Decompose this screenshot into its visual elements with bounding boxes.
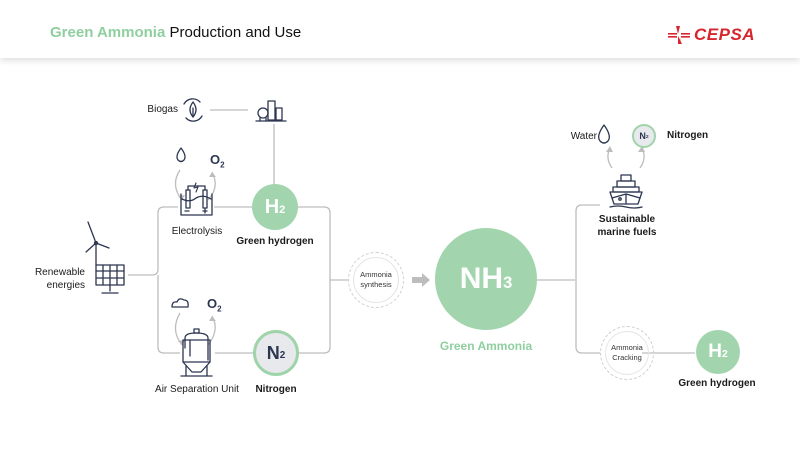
asu-label: Air Separation Unit — [155, 384, 239, 395]
asu-tank-icon — [180, 328, 213, 377]
connector-nh3-uses — [575, 204, 600, 354]
header: Green Ammonia Production and Use CEPSA — [0, 0, 800, 58]
green-hydrogen-label: Green hydrogen — [236, 236, 314, 247]
o2-label-electrolysis: O2 — [210, 152, 225, 170]
ammonia-synthesis-node: Ammonia synthesis — [348, 252, 404, 308]
logo-text: CEPSA — [694, 25, 756, 44]
h2-symbol: H — [264, 195, 280, 218]
marine-fuels-label: Sustainable marine fuels — [598, 214, 657, 239]
arrow-air-in — [174, 312, 183, 346]
cracking-line1: Ammonia — [611, 343, 643, 353]
h2-out-subscript: 2 — [721, 349, 728, 361]
green-ammonia-label: Green Ammonia — [439, 339, 533, 353]
green-hydrogen-out-label: Green hydrogen — [678, 378, 756, 389]
nitrogen-out-label: Nitrogen — [667, 130, 709, 141]
connector-renewable-asu — [157, 275, 180, 354]
marine-line1: Sustainable — [598, 214, 656, 225]
arrow-to-nh3-shaft — [412, 277, 422, 283]
n2-small-symbol: N — [639, 131, 646, 141]
o2-subscript: 2 — [217, 304, 222, 314]
o2-subscript: 2 — [220, 160, 225, 170]
synthesis-line2: synthesis — [360, 280, 392, 289]
renewable-energies-label: Renewable energies — [34, 267, 85, 291]
title-rest: Production and Use — [165, 24, 302, 41]
water-label: Water — [570, 131, 597, 142]
connector-renewable-electrolysis — [128, 206, 178, 276]
h2-out-symbol: H — [708, 341, 722, 362]
ship-icon — [609, 174, 643, 209]
water-drop-icon — [176, 147, 186, 163]
synthesis-line1: Ammonia — [360, 270, 392, 280]
o2-symbol: O — [207, 296, 218, 311]
electrolyzer-icon — [180, 182, 213, 216]
logo-icon — [668, 26, 690, 44]
cloud-icon — [171, 298, 189, 308]
biogas-cycle-icon — [183, 98, 203, 122]
n2-subscript: 2 — [279, 349, 286, 361]
title-highlight: Green Ammonia — [50, 24, 166, 41]
cepsa-logo: CEPSA — [668, 25, 755, 45]
n2-small-subscript: 2 — [645, 134, 649, 140]
ammonia-cracking-node: Ammonia Cracking — [600, 326, 654, 380]
n2-symbol: N — [266, 342, 280, 363]
refinery-icon — [255, 100, 287, 122]
nitrogen-label: Nitrogen — [255, 384, 297, 395]
water-drop-out-icon — [598, 124, 610, 144]
nh3-subscript: 3 — [503, 273, 513, 292]
electrolysis-label: Electrolysis — [171, 226, 223, 237]
h2-subscript: 2 — [279, 203, 286, 216]
biogas-label: Biogas — [147, 104, 178, 115]
connector-to-synthesis — [298, 206, 331, 354]
o2-symbol: O — [210, 152, 221, 167]
arrow-to-nh3-head — [422, 273, 430, 287]
page-title: Green Ammonia Production and Use — [50, 24, 301, 41]
wind-solar-icon — [85, 221, 125, 294]
marine-line2: marine fuels — [597, 226, 657, 238]
o2-label-asu: O2 — [207, 296, 222, 314]
cracking-line2: Cracking — [612, 353, 642, 362]
nh3-symbol: NH — [459, 262, 504, 295]
